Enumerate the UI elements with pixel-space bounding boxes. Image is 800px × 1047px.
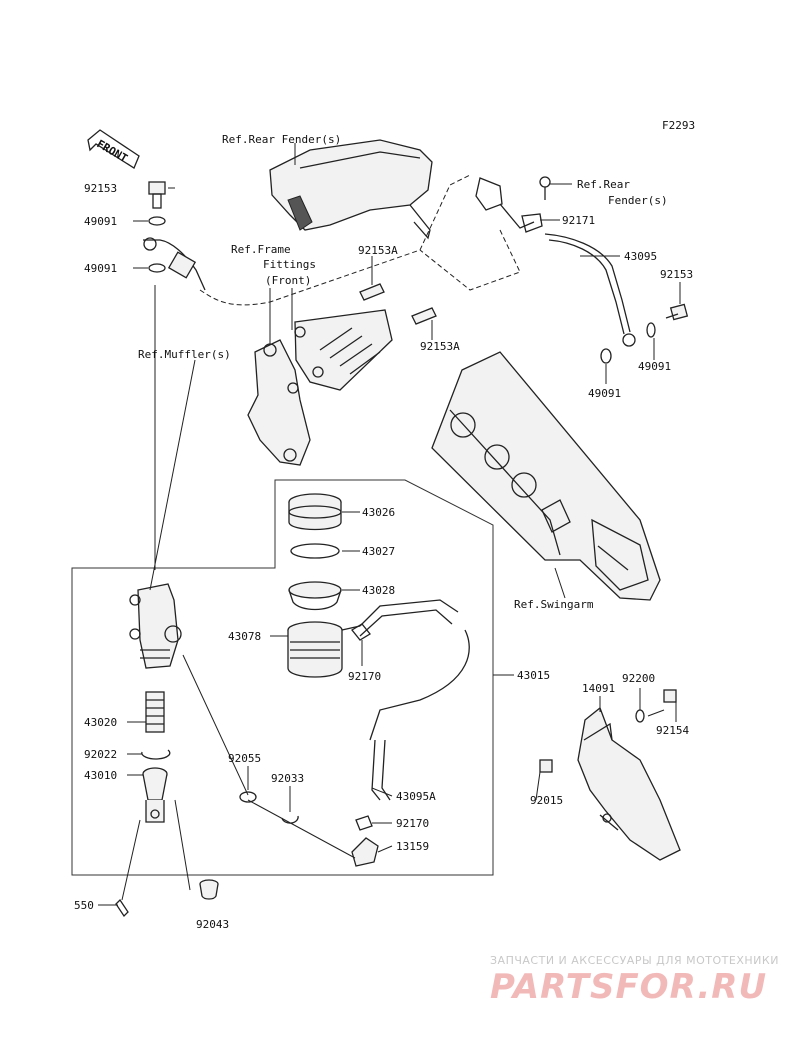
part-label: 92153	[660, 268, 693, 281]
part-label: 92200	[622, 672, 655, 685]
part-label: 49091	[84, 215, 117, 228]
part-label: 550	[74, 899, 94, 912]
hose-clamp-part	[351, 623, 373, 831]
part-label: 92171	[562, 214, 595, 227]
part-label: 92170	[396, 817, 429, 830]
front-arrow-icon: FRONT	[87, 129, 140, 169]
part-label: 49091	[84, 262, 117, 275]
part-label: 92153A	[358, 244, 398, 257]
part-label: 13159	[396, 840, 429, 853]
part-label: 43015	[517, 669, 550, 682]
assembly-frame	[71, 479, 494, 876]
ref-frame-fittings-label-3: (Front)	[265, 274, 311, 287]
part-label: 43010	[84, 769, 117, 782]
watermark-tagline: ЗАПЧАСТИ И АКСЕССУАРЫ ДЛЯ МОТОТЕХНИКИ	[490, 954, 779, 967]
pushrod-part	[142, 767, 168, 823]
part-label: 92153	[84, 182, 117, 195]
elbow-fitting-part	[351, 837, 379, 867]
clevis-pin-part	[199, 879, 219, 900]
banjo-bolt-right-part	[600, 303, 689, 364]
part-label: 92022	[84, 748, 117, 761]
master-cylinder-piston-part	[145, 691, 165, 733]
ref-rear-fender-top-label: Ref.Rear Fender(s)	[222, 133, 341, 146]
ref-swingarm-label: Ref.Swingarm	[514, 598, 594, 611]
diagram-code: F2293	[662, 119, 695, 132]
reservoir-hose-part	[359, 599, 470, 801]
ref-frame-fittings-label-2: Fittings	[263, 258, 316, 271]
part-label: 43020	[84, 716, 117, 729]
part-label: 43028	[362, 584, 395, 597]
leader-lines	[98, 143, 681, 906]
reservoir-cap-part	[288, 493, 342, 531]
watermark-logo: PARTSFOR.RU	[490, 967, 767, 1007]
brake-line-dashed	[199, 174, 471, 306]
ref-frame-fittings-label-1: Ref.Frame	[231, 243, 291, 256]
circlip-part	[141, 749, 171, 760]
bolt-92154-part	[663, 689, 677, 703]
swingarm-guide-dashed	[419, 229, 521, 291]
part-label: 49091	[638, 360, 671, 373]
banjo-bolt-left-part	[143, 181, 206, 291]
part-label: 92170	[348, 670, 381, 683]
o-ring-92055-part	[239, 791, 257, 803]
master-cylinder-part	[129, 583, 182, 669]
part-label: 43095A	[396, 790, 436, 803]
part-label: 92015	[530, 794, 563, 807]
ref-muffler-label: Ref.Muffler(s)	[138, 348, 231, 361]
reservoir-tank-part	[287, 621, 361, 678]
rear-fender-bracket-part	[475, 176, 551, 233]
washer-92200-part	[635, 709, 645, 723]
part-label: 14091	[582, 682, 615, 695]
brake-hose-upper-part	[544, 233, 636, 347]
part-label: 43095	[624, 250, 657, 263]
cotter-pin-part	[115, 898, 129, 918]
cover-bracket-part	[577, 706, 681, 861]
ref-rear-fender-right-label-2: Fender(s)	[608, 194, 668, 207]
reservoir-plate-part	[288, 581, 342, 611]
part-label: 92055	[228, 752, 261, 765]
frame-fittings-bracket-part	[247, 309, 393, 466]
reservoir-diaphragm-part	[290, 543, 340, 559]
part-label: 92154	[656, 724, 689, 737]
part-label: 43027	[362, 545, 395, 558]
part-label: 43078	[228, 630, 261, 643]
part-label: 49091	[588, 387, 621, 400]
part-label: 92153A	[420, 340, 460, 353]
part-label: 92043	[196, 918, 229, 931]
part-label: 43026	[362, 506, 395, 519]
swingarm-part	[431, 351, 661, 601]
part-label: 92033	[271, 772, 304, 785]
bolt-92153A-part	[359, 283, 437, 325]
rear-fender-part	[269, 139, 433, 240]
ref-rear-fender-right-label-1: Ref.Rear	[577, 178, 630, 191]
grommet-part	[539, 759, 553, 773]
